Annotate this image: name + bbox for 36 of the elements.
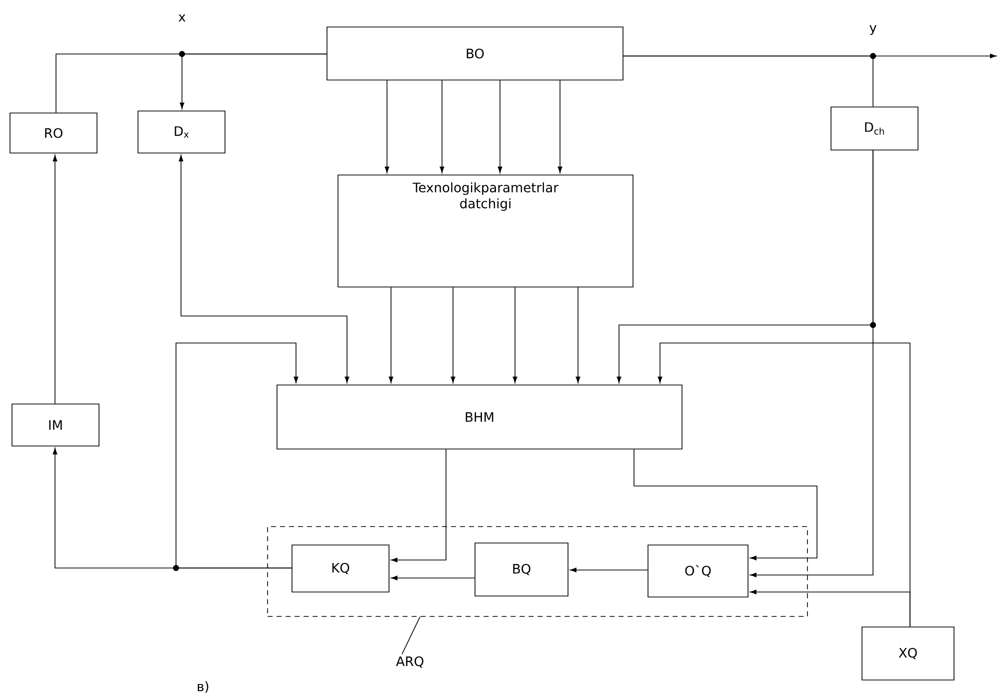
group-label: ARQ [396, 656, 424, 668]
arrow [558, 80, 562, 174]
arrow [634, 449, 818, 560]
process-box: BO [326, 26, 624, 80]
arrow [440, 80, 444, 174]
arrow [450, 287, 456, 384]
process-box: RO [10, 112, 98, 154]
arrow [498, 80, 502, 174]
arrow [384, 80, 390, 174]
process-box: O`Q [648, 544, 748, 598]
process-box: XQ [862, 626, 954, 680]
arrow [512, 287, 518, 384]
sensor-box: D$_{x}$ [138, 110, 226, 154]
sensor-box: Texnologikparametrlar datchigi [338, 174, 634, 288]
arrow [52, 154, 58, 404]
arrow [390, 449, 446, 562]
arrow [750, 590, 910, 627]
arrow [570, 568, 648, 572]
process-box: IM [12, 404, 100, 446]
figure-label: в) [198, 681, 208, 693]
arrow [388, 287, 394, 384]
connector-line [623, 56, 874, 107]
arrow [180, 54, 327, 110]
dashed-group-box [267, 526, 808, 617]
arrow [576, 287, 580, 384]
signal-label: y [870, 25, 876, 35]
arrow [176, 342, 298, 568]
arrow [390, 576, 475, 580]
process-box: BHM [276, 384, 682, 450]
process-box: BQ [474, 542, 568, 596]
arrow [178, 154, 350, 384]
process-box: KQ [292, 544, 390, 592]
signal-label: x [178, 14, 186, 22]
sensor-box: D$_{ch}$ [830, 106, 918, 150]
arrow [750, 150, 874, 578]
leader-line [402, 616, 420, 655]
